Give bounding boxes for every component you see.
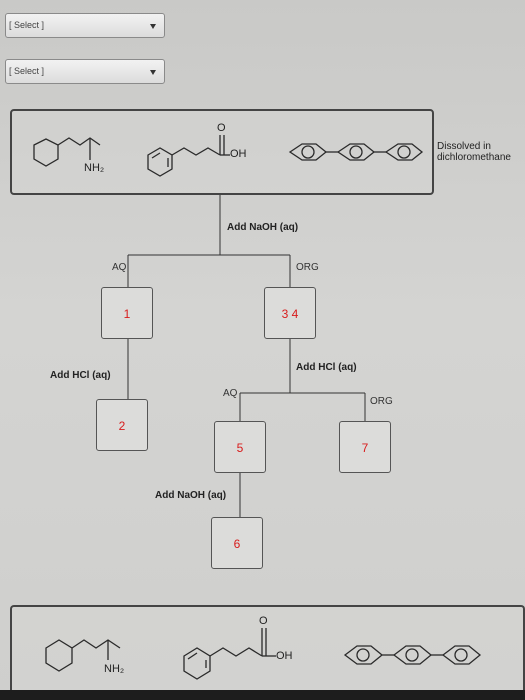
select-value: [ Select ] <box>9 20 45 30</box>
answer-box-7: 7 <box>339 421 391 473</box>
mixture-panel <box>10 109 434 195</box>
carbonyl-o-label: O <box>259 615 268 627</box>
amine-label: NH₂ <box>84 162 104 174</box>
answer-box-6: 6 <box>211 517 263 569</box>
cyclohexylpropan-2-amine-structure-bottom: NH₂ <box>45 639 124 675</box>
answer-box-1: 1 <box>101 287 153 339</box>
step-add-hcl-left: Add HCl (aq) <box>50 370 111 381</box>
chevron-down-icon <box>150 70 156 75</box>
answer-box-2: 2 <box>96 399 148 451</box>
chevron-down-icon <box>150 24 156 29</box>
phenylbutanoic-acid-structure: O OH <box>147 122 247 177</box>
solvent-label: Dissolved in dichloromethane <box>437 141 511 163</box>
step-add-naoh: Add NaOH (aq) <box>227 222 299 233</box>
answer-structures-panel <box>10 605 525 700</box>
amine-label: NH₂ <box>104 663 124 675</box>
hydroxyl-label: OH <box>276 650 293 662</box>
answer-select-2[interactable]: [ Select ] <box>5 59 165 84</box>
solvent-line-2: dichloromethane <box>437 152 511 163</box>
phenylbutanoic-acid-structure-bottom: O OH <box>183 615 293 680</box>
step-add-naoh-2: Add NaOH (aq) <box>155 490 227 501</box>
answer-select-1[interactable]: [ Select ] <box>5 13 165 38</box>
aqueous-layer-label: AQ <box>112 262 127 273</box>
step-add-hcl-right: Add HCl (aq) <box>296 362 357 373</box>
organic-layer-label-2: ORG <box>370 396 393 407</box>
organic-layer-label: ORG <box>296 262 319 273</box>
terphenyl-structure-bottom <box>343 645 482 665</box>
cyclohexylpropan-2-amine-structure: NH₂ <box>33 137 104 174</box>
hydroxyl-label: OH <box>230 148 247 160</box>
carbonyl-o-label: O <box>217 122 226 134</box>
answer-box-3-4: 3 4 <box>264 287 316 339</box>
select-value: [ Select ] <box>9 66 45 76</box>
aqueous-layer-label-2: AQ <box>223 388 238 399</box>
terphenyl-structure <box>288 143 424 161</box>
taskbar <box>0 690 525 700</box>
solvent-line-1: Dissolved in <box>437 141 491 152</box>
answer-box-5: 5 <box>214 421 266 473</box>
